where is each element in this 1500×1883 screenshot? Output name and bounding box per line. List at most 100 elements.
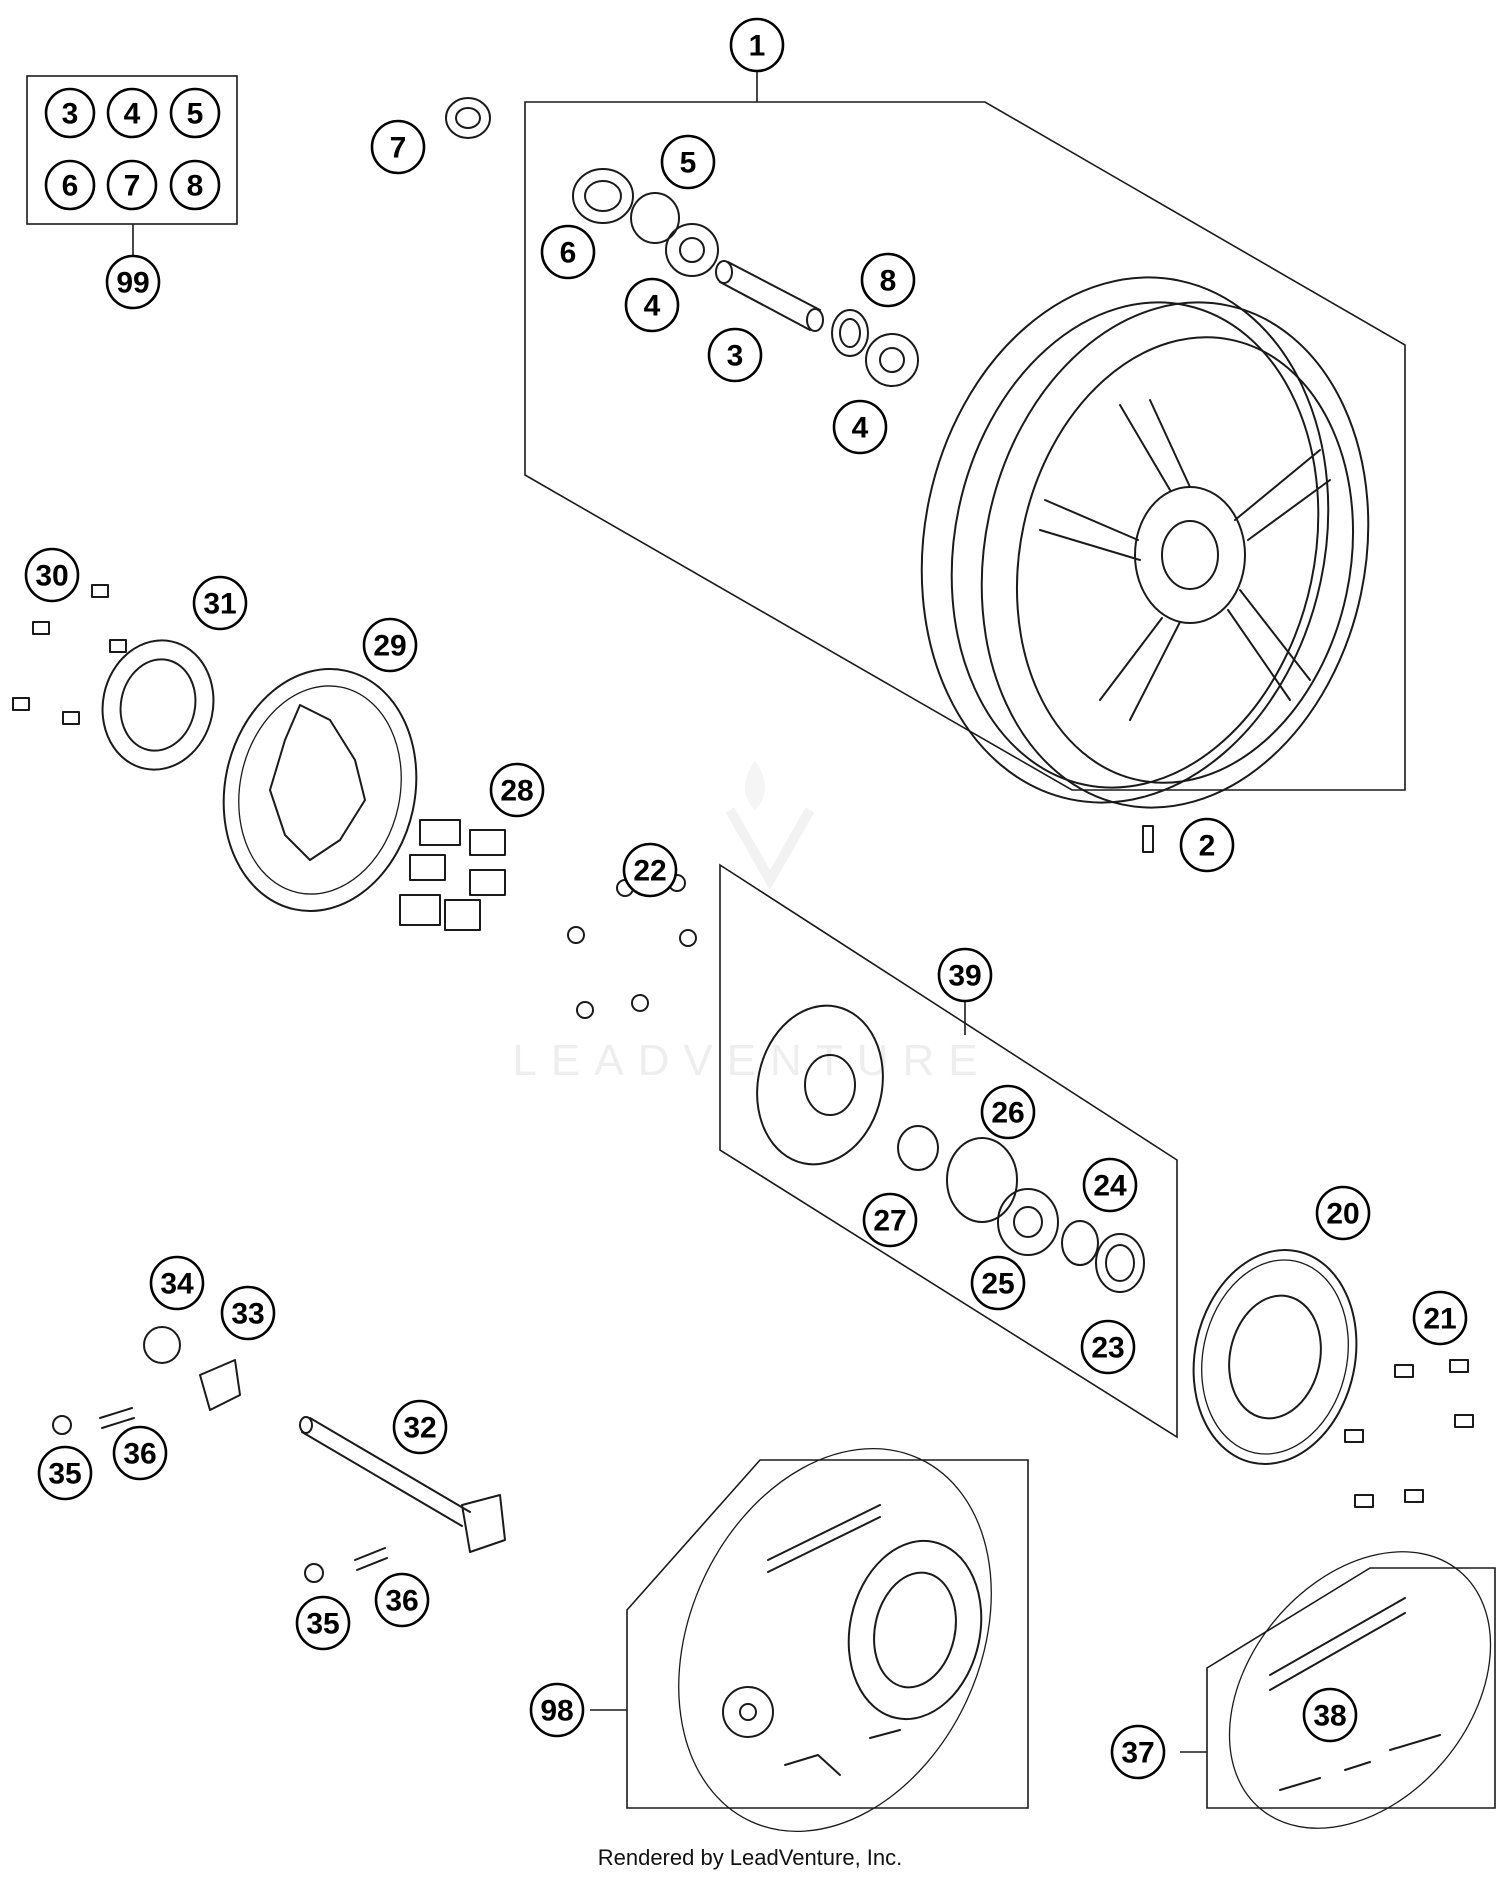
kit-99-callout-4-label: 4 xyxy=(124,98,141,131)
kit-99-callout-3: 3 xyxy=(44,87,96,139)
callout-35b-circle xyxy=(295,1595,351,1651)
part-26-circlip xyxy=(946,1137,1018,1223)
callout-6-circle xyxy=(540,224,596,280)
callout-29: 29 xyxy=(362,617,418,673)
kit-99-callout-4-circle xyxy=(106,87,158,139)
callout-34-circle xyxy=(149,1255,205,1311)
callout-32: 32 xyxy=(392,1399,448,1455)
callout-7-label: 7 xyxy=(390,132,407,165)
callout-25-circle xyxy=(970,1255,1026,1311)
callout-30-label: 30 xyxy=(35,560,68,593)
callout-35a-label: 35 xyxy=(48,1458,81,1491)
callout-99-circle xyxy=(105,254,161,310)
part-35-nut-lower xyxy=(304,1563,324,1583)
callout-2-label: 2 xyxy=(1199,830,1216,863)
part-22-nuts xyxy=(567,874,697,1019)
part-4-bearing-lower xyxy=(865,333,919,387)
callout-31-circle xyxy=(192,575,248,631)
kit-99-callout-5: 5 xyxy=(169,87,221,139)
callout-37-label: 37 xyxy=(1121,1737,1154,1770)
callout-24-label: 24 xyxy=(1093,1170,1127,1203)
callout-6: 6 xyxy=(540,224,596,280)
callout-26-circle xyxy=(980,1084,1036,1140)
kit-99-callout-7: 7 xyxy=(106,159,158,211)
callout-35a: 35 xyxy=(37,1445,93,1501)
callout-8-label: 8 xyxy=(880,265,897,298)
part-25-bearing xyxy=(997,1188,1059,1256)
callout-22-circle xyxy=(622,842,678,898)
part-8-washer xyxy=(831,309,869,357)
callout-26-label: 26 xyxy=(991,1097,1024,1130)
callout-30: 30 xyxy=(24,547,80,603)
callout-31-label: 31 xyxy=(203,588,236,621)
callout-21: 21 xyxy=(1412,1290,1468,1346)
callout-35b-label: 35 xyxy=(306,1608,339,1641)
kit-99-callout-3-circle xyxy=(44,87,96,139)
callout-36b-label: 36 xyxy=(385,1585,418,1618)
callout-3: 3 xyxy=(707,327,763,383)
callout-26: 26 xyxy=(980,1084,1036,1140)
callout-39-circle xyxy=(937,947,993,1003)
callout-22: 22 xyxy=(622,842,678,898)
part-7-dust-cap xyxy=(445,97,491,139)
kit-99-callout-6-label: 6 xyxy=(62,170,79,203)
callout-33-label: 33 xyxy=(231,1298,264,1331)
watermark-logo xyxy=(725,760,815,891)
callout-8-circle xyxy=(860,252,916,308)
callout-37-circle xyxy=(1110,1724,1166,1780)
callout-32-label: 32 xyxy=(403,1412,436,1445)
part-6-seal xyxy=(572,168,634,224)
callout-1-label: 1 xyxy=(749,30,766,63)
part-34-axle-nut xyxy=(143,1326,181,1364)
callout-5-circle xyxy=(660,134,716,190)
part-28-cush-drive-rubbers xyxy=(399,819,506,931)
callout-99: 99 xyxy=(105,254,161,310)
callout-4a-label: 4 xyxy=(644,290,661,323)
part-3-spacer-tube xyxy=(715,260,824,332)
callout-1: 1 xyxy=(729,17,785,73)
callout-8: 8 xyxy=(860,252,916,308)
callout-3-label: 3 xyxy=(727,340,744,373)
callout-28-label: 28 xyxy=(500,775,533,808)
callout-37: 37 xyxy=(1110,1724,1166,1780)
part-23-seal xyxy=(1095,1233,1145,1293)
kit-99-callout-3-label: 3 xyxy=(62,98,79,131)
callout-34-label: 34 xyxy=(160,1268,194,1301)
part-24-spacer xyxy=(1061,1220,1099,1266)
callout-2: 2 xyxy=(1179,817,1235,873)
part-39-sprocket-carrier xyxy=(756,1004,884,1166)
callout-35a-circle xyxy=(37,1445,93,1501)
part-20-rear-sprocket xyxy=(1192,1249,1358,1465)
part-35-nut-upper xyxy=(52,1415,72,1435)
callout-33-circle xyxy=(220,1285,276,1341)
callout-5-label: 5 xyxy=(680,147,697,180)
callout-32-circle xyxy=(392,1399,448,1455)
callout-3-circle xyxy=(707,327,763,383)
callout-23: 23 xyxy=(1080,1319,1136,1375)
callout-20: 20 xyxy=(1315,1185,1371,1241)
rear-wheel-rim xyxy=(920,276,1370,809)
kit-99-callout-7-circle xyxy=(106,159,158,211)
callout-28: 28 xyxy=(489,762,545,818)
footer-credit: Rendered by LeadVenture, Inc. xyxy=(597,1845,903,1870)
callout-23-label: 23 xyxy=(1091,1332,1124,1365)
callout-38-label: 38 xyxy=(1313,1700,1346,1733)
callout-4b-label: 4 xyxy=(852,412,869,445)
callout-29-label: 29 xyxy=(373,630,406,663)
callout-36a-label: 36 xyxy=(123,1438,156,1471)
callout-25: 25 xyxy=(970,1255,1026,1311)
part-4-bearing-upper xyxy=(665,223,719,277)
part-29-brake-disc xyxy=(222,668,418,912)
callout-98: 98 xyxy=(529,1682,585,1738)
kit-99-callout-6-circle xyxy=(44,159,96,211)
callout-7: 7 xyxy=(370,119,426,175)
part-36-bolt-upper xyxy=(99,1407,135,1429)
chain-kit-frame-98 xyxy=(590,1448,1029,1832)
callout-21-circle xyxy=(1412,1290,1468,1346)
part-32-rear-axle xyxy=(299,1416,506,1553)
callout-38-circle xyxy=(1302,1687,1358,1743)
callout-2-circle xyxy=(1179,817,1235,873)
callout-39: 39 xyxy=(937,947,993,1003)
callout-99-label: 99 xyxy=(116,267,149,300)
